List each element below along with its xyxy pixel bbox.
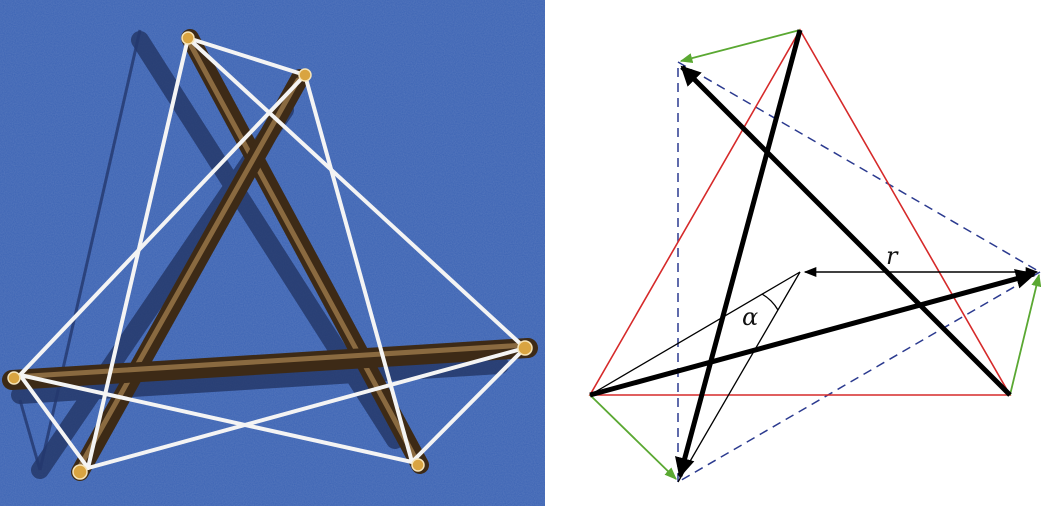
strut-1-highlight [185, 37, 421, 466]
angle-label: α [742, 303, 758, 331]
tendons [18, 36, 527, 470]
tensegrity-photo [0, 0, 545, 506]
side-tendons [589, 29, 1041, 480]
strut-3 [2, 338, 538, 390]
top-triangle [588, 28, 1012, 396]
strut-b [680, 65, 1012, 397]
end-caps [7, 31, 533, 480]
bottom-triangle-dashed [677, 61, 1041, 483]
radius-label: r [886, 242, 899, 270]
strut-c [589, 269, 1036, 398]
struts [2, 29, 538, 481]
strut-a [675, 29, 803, 478]
strut-2-highlight [75, 77, 301, 473]
construction-lines [589, 271, 801, 483]
angle-arc [761, 293, 779, 311]
strut-3-highlight [11, 342, 529, 380]
tendon-shadows [18, 29, 142, 471]
diagram-struts [589, 29, 1036, 478]
tensegrity-diagram: r α [588, 28, 1041, 483]
